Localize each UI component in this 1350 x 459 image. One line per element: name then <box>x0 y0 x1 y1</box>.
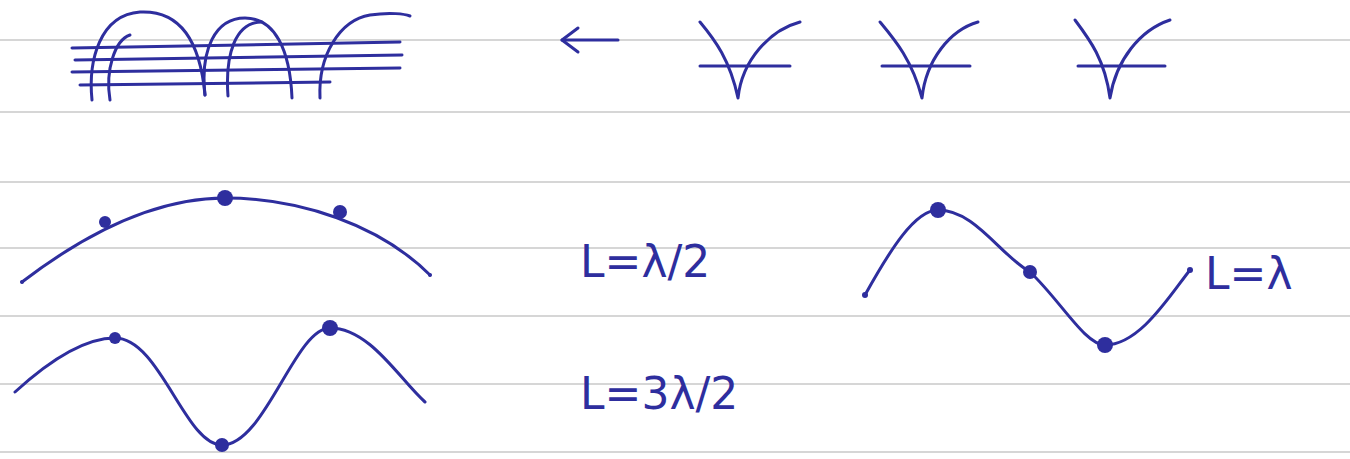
standing-wave <box>865 210 1190 345</box>
arrow-sketch <box>562 28 618 52</box>
standing-wave <box>22 198 430 282</box>
ruled-lines <box>0 40 1350 452</box>
dipole-sketch <box>700 20 1170 98</box>
length-label: L=λ/2 <box>580 240 710 284</box>
coil-sketch <box>72 12 410 100</box>
node-dots <box>20 190 1193 452</box>
standing-wave <box>15 328 425 445</box>
length-label: L=3λ/2 <box>580 372 738 416</box>
length-label: L=λ <box>1205 252 1292 296</box>
